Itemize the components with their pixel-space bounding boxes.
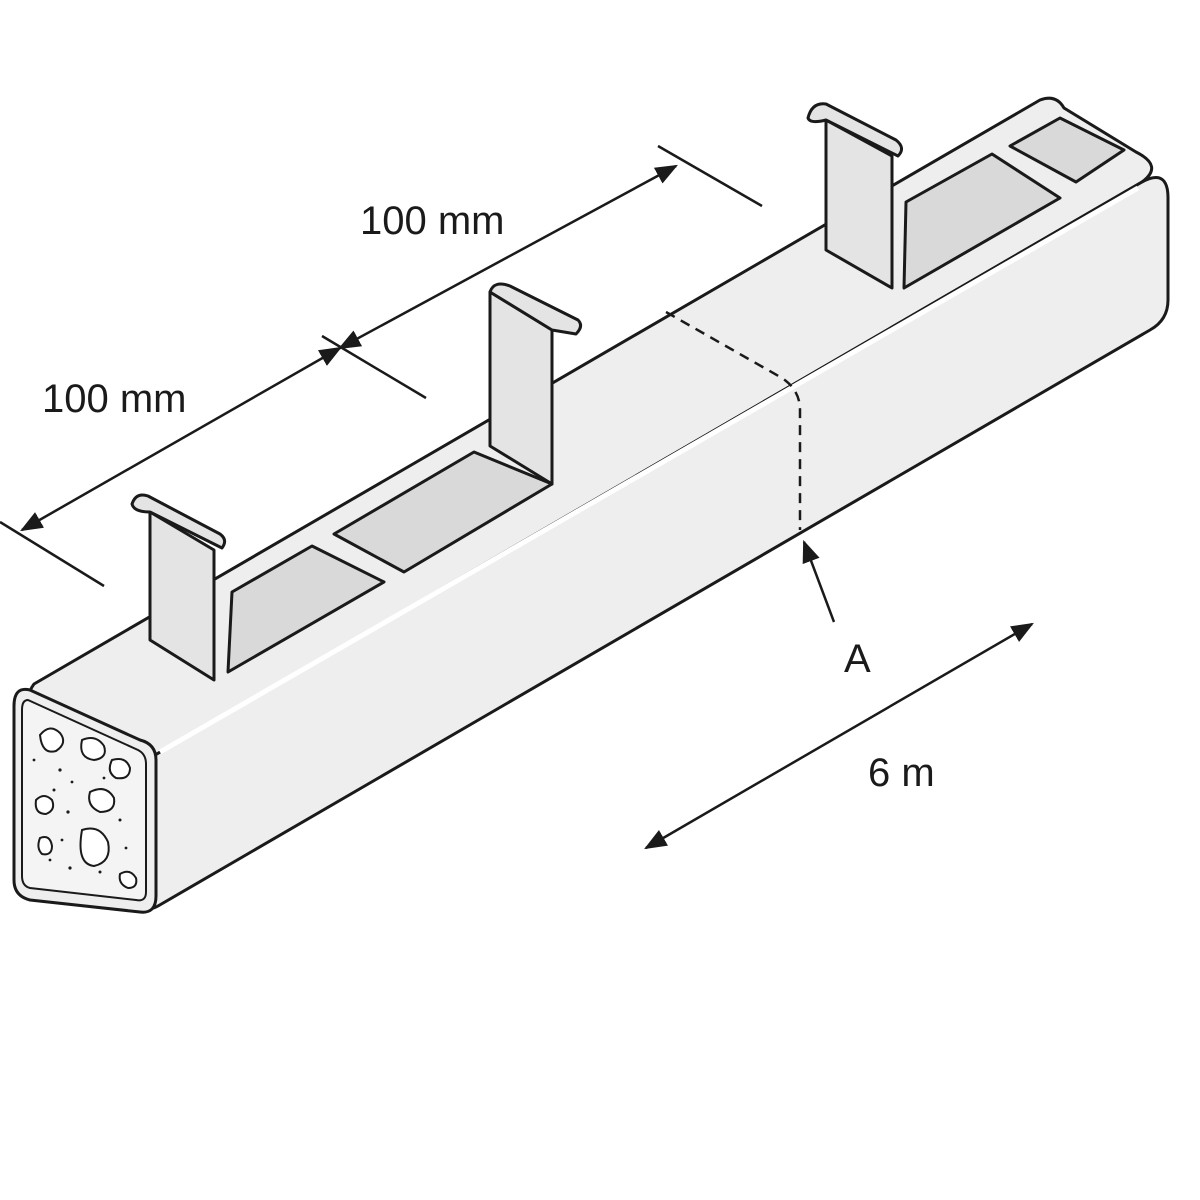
slot-3 [902, 152, 1062, 290]
dimension-arrow-2 [338, 164, 678, 350]
slot-1 [226, 544, 386, 674]
dimension-lines [0, 144, 1034, 850]
extension-line-2 [321, 334, 427, 400]
extension-line-1 [0, 520, 105, 588]
dimension-arrow-1 [20, 346, 342, 532]
channel-end-section [12, 687, 158, 914]
length-label: 6 m [868, 751, 935, 795]
section-cut-a [665, 310, 802, 530]
dimension-label-lower: 100 mm [42, 377, 187, 421]
section-arrow-a [802, 539, 836, 623]
slot-4 [1008, 116, 1126, 184]
length-arrow [644, 622, 1034, 850]
extension-line-3 [657, 144, 763, 208]
edge-highlight [158, 185, 1140, 755]
section-label-a: A [844, 637, 871, 681]
filler-speckles [32, 758, 128, 874]
filler-aggregate [34, 727, 138, 890]
dimension-label-upper: 100 mm [360, 199, 505, 243]
top-slots [226, 116, 1126, 674]
tab-3 [806, 102, 903, 290]
